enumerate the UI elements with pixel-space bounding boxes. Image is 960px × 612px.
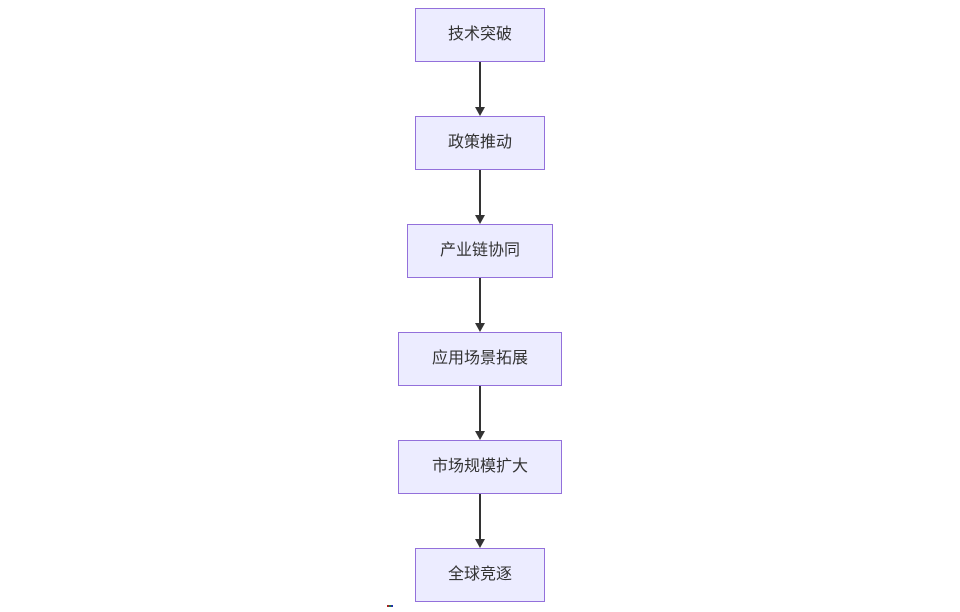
arrow-line bbox=[479, 494, 481, 539]
flow-node-6-label: 全球竞逐 bbox=[447, 566, 512, 583]
arrow-down-icon bbox=[474, 62, 486, 116]
render-artifact bbox=[387, 605, 393, 607]
flow-node-5: 市场规模扩大 bbox=[398, 440, 562, 494]
arrow-head bbox=[475, 215, 485, 224]
arrow-down-icon bbox=[474, 278, 486, 332]
flow-node-6: 全球竞逐 bbox=[415, 548, 545, 602]
arrow-head bbox=[475, 323, 485, 332]
flow-node-3: 产业链协同 bbox=[407, 224, 553, 278]
flow-node-5-label: 市场规模扩大 bbox=[431, 458, 528, 475]
arrow-line bbox=[479, 386, 481, 431]
arrow-line bbox=[479, 170, 481, 215]
flow-node-4: 应用场景拓展 bbox=[398, 332, 562, 386]
arrow-down-icon bbox=[474, 170, 486, 224]
flow-node-2-label: 政策推动 bbox=[447, 134, 512, 151]
arrow-head bbox=[475, 431, 485, 440]
arrow-down-icon bbox=[474, 386, 486, 440]
flow-node-2: 政策推动 bbox=[415, 116, 545, 170]
arrow-line bbox=[479, 278, 481, 323]
arrow-line bbox=[479, 62, 481, 107]
arrow-head bbox=[475, 107, 485, 116]
flow-node-1: 技术突破 bbox=[415, 8, 545, 62]
flow-node-3-label: 产业链协同 bbox=[439, 242, 520, 259]
arrow-down-icon bbox=[474, 494, 486, 548]
arrow-head bbox=[475, 539, 485, 548]
flowchart: 技术突破 政策推动 产业链协同 应用场景拓展 市场规模扩大 bbox=[0, 8, 960, 602]
flow-node-1-label: 技术突破 bbox=[447, 26, 512, 43]
flow-node-4-label: 应用场景拓展 bbox=[431, 350, 528, 367]
